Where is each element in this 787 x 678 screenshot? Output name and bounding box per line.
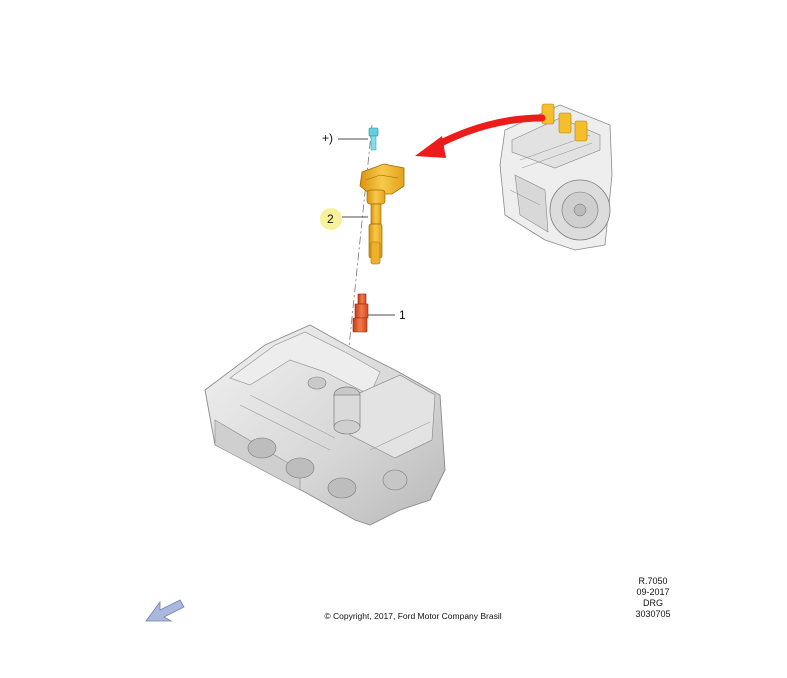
callout-fastener-label: +) <box>322 131 334 145</box>
callout-2-label: 2 <box>327 212 334 226</box>
ignition-coil <box>359 163 405 265</box>
locator-arrow <box>415 114 546 158</box>
engine-locator-view <box>499 103 613 251</box>
reference-number: 3030705 <box>635 609 671 619</box>
previous-arrow-icon[interactable] <box>145 599 185 622</box>
callout-1-label: 1 <box>399 308 406 322</box>
callout-highlight-circle <box>320 208 342 230</box>
locator-coil-3 <box>574 120 588 142</box>
assembly-centerline <box>344 124 373 386</box>
spark-plug <box>352 293 369 333</box>
reference-line-1: R.7050 <box>638 576 668 586</box>
locator-coil-2 <box>558 112 572 134</box>
reference-date: 09-2017 <box>636 587 670 597</box>
copyright-notice: © Copyright, 2017, Ford Motor Company Br… <box>324 611 502 621</box>
drawing-reference-block: R.7050 09-2017 DRG 3030705 <box>618 576 688 620</box>
cylinder-head <box>204 324 446 526</box>
reference-drg: DRG <box>643 598 663 608</box>
bolt-fastener <box>368 127 379 151</box>
